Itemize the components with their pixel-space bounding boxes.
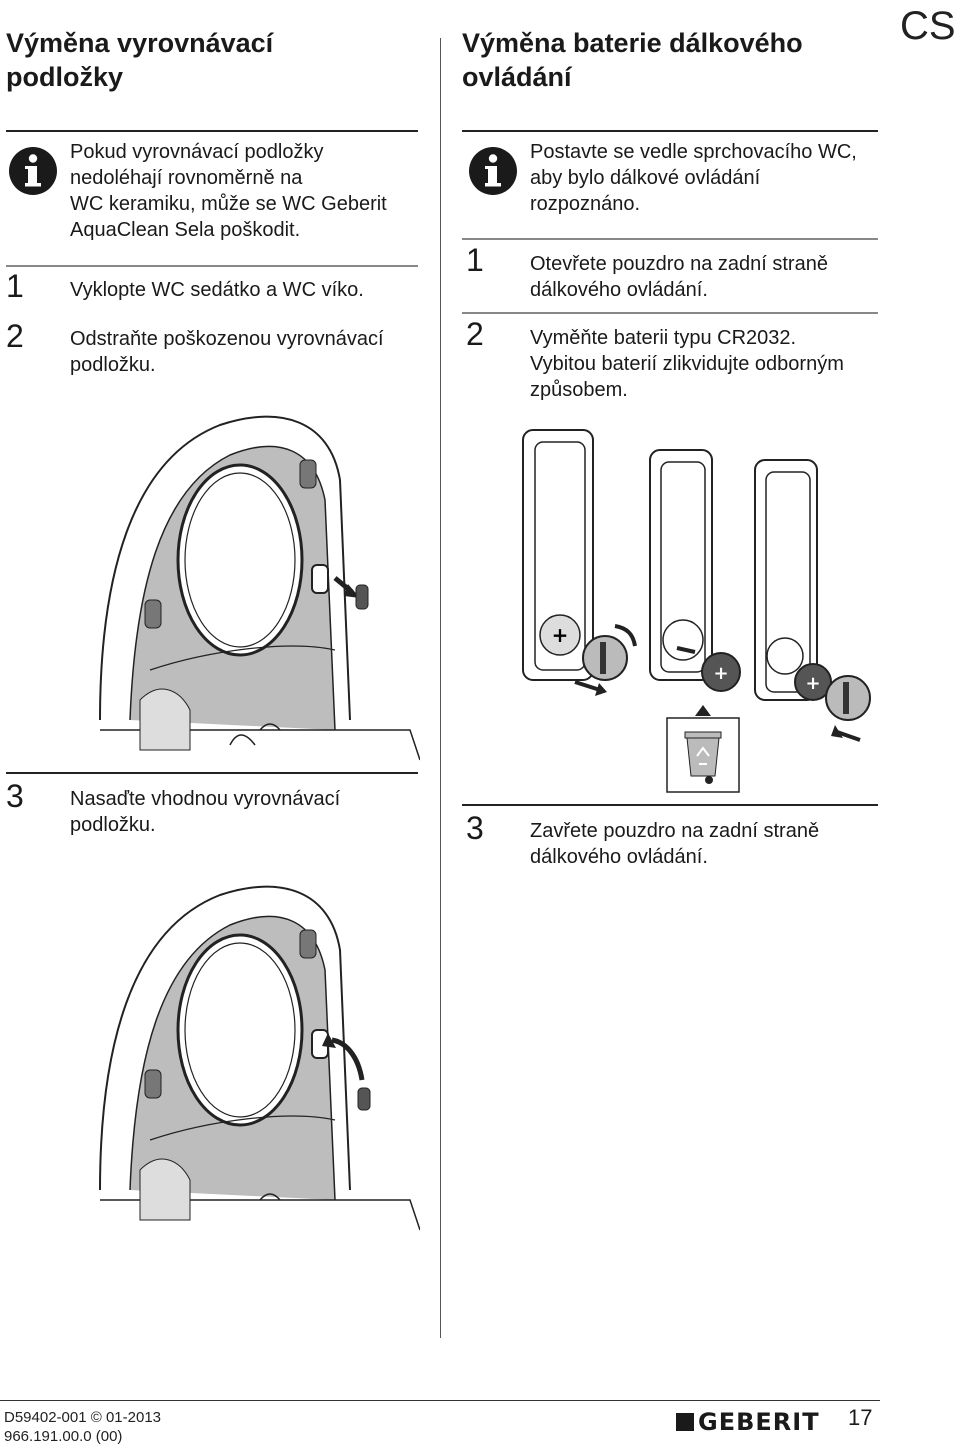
right-rule-4 <box>462 804 878 806</box>
toilet-seat-illustration-remove <box>99 415 420 761</box>
brand-logo-square <box>676 1413 694 1431</box>
right-step-1-line: Otevřete pouzdro na zadní straně <box>530 253 828 275</box>
left-step-3-line: Nasaďte vhodnou vyrovnávací <box>70 788 341 810</box>
right-step-1-number: 1 <box>466 242 484 278</box>
remote-control-battery-out: + <box>649 449 741 692</box>
svg-text:+: + <box>552 623 569 647</box>
right-info-line: rozpoznáno. <box>530 193 641 215</box>
right-section-title: Výměna baterie dálkového ovládání <box>462 26 892 94</box>
remote-battery-illustration: + + + <box>522 429 871 793</box>
left-step-3-text: Nasaďte vhodnou vyrovnávací podložku. <box>70 786 430 838</box>
left-step-2-number: 2 <box>6 318 24 354</box>
right-info-line: Postavte se vedle sprchovacího WC, <box>530 141 857 163</box>
left-rule-2 <box>6 265 418 267</box>
right-step-2-text: Vyměňte baterii typu CR2032. Vybitou bat… <box>530 325 950 403</box>
left-title-line2: podložky <box>6 62 124 92</box>
right-step-2-line: Vybitou baterií zlikvidujte odborným <box>530 353 844 375</box>
left-info-line: nedoléhají rovnoměrně na <box>70 167 303 189</box>
left-info-text: Pokud vyrovnávací podložky nedoléhají ro… <box>70 139 430 243</box>
right-step-1-line: dálkového ovládání. <box>530 279 708 301</box>
footer-rule <box>0 1400 880 1401</box>
right-step-3-line: Zavřete pouzdro na zadní straně <box>530 820 820 842</box>
language-code: CS <box>900 4 956 48</box>
footer-doc-line2: 966.191.00.0 (00) <box>4 1428 123 1445</box>
left-step-1-number: 1 <box>6 268 24 304</box>
remote-control-battery-in: + <box>754 459 871 742</box>
right-step-2-line: Vyměňte baterii typu CR2032. <box>530 327 797 349</box>
right-step-3-number: 3 <box>466 810 484 846</box>
right-rule-2 <box>462 238 878 240</box>
right-title-line1: Výměna baterie dálkového <box>462 28 803 58</box>
right-rule-3 <box>462 312 878 314</box>
left-step-2-line: Odstraňte poškozenou vyrovnávací <box>70 328 384 350</box>
right-step-3-text: Zavřete pouzdro na zadní straně dálkovéh… <box>530 818 950 870</box>
footer-doc-info: D59402-001 © 01-2013 966.191.00.0 (00) <box>4 1408 161 1446</box>
left-step-3-line: podložku. <box>70 814 156 836</box>
right-info-line: aby bylo dálkové ovládání <box>530 167 761 189</box>
right-step-2-number: 2 <box>466 316 484 352</box>
right-step-1-text: Otevřete pouzdro na zadní straně dálkové… <box>530 251 950 303</box>
right-rule-1 <box>462 130 878 132</box>
left-info-line: WC keramiku, může se WC Geberit <box>70 193 387 215</box>
left-step-2-line: podložku. <box>70 354 156 376</box>
svg-text:+: + <box>805 673 820 694</box>
right-step-2-line: způsobem. <box>530 379 628 401</box>
left-rule-3 <box>6 772 418 774</box>
toilet-seat-illustration-insert <box>99 885 420 1231</box>
info-icon <box>469 147 517 195</box>
right-step-3-line: dálkového ovládání. <box>530 846 708 868</box>
right-info-text: Postavte se vedle sprchovacího WC, aby b… <box>530 139 950 217</box>
remote-control-open: + <box>522 429 637 696</box>
left-step-3-number: 3 <box>6 778 24 814</box>
left-step-2-text: Odstraňte poškozenou vyrovnávací podložk… <box>70 326 430 378</box>
brand-logo: GEBERIT <box>676 1408 820 1436</box>
column-divider <box>440 38 441 1338</box>
left-title-line1: Výměna vyrovnávací <box>6 28 274 58</box>
footer-doc-line1: D59402-001 © 01-2013 <box>4 1409 162 1426</box>
left-info-line: Pokud vyrovnávací podložky <box>70 141 324 163</box>
left-section-title: Výměna vyrovnávací podložky <box>6 26 426 94</box>
brand-name: GEBERIT <box>698 1408 820 1436</box>
left-rule-1 <box>6 130 418 132</box>
info-icon <box>9 147 57 195</box>
left-step-1-text: Vyklopte WC sedátko a WC víko. <box>70 279 364 301</box>
svg-text:+: + <box>713 663 728 684</box>
recycle-bin-icon <box>666 705 740 793</box>
left-info-line: AquaClean Sela poškodit. <box>70 219 301 241</box>
right-title-line2: ovládání <box>462 62 572 92</box>
page-number: 17 <box>848 1405 873 1430</box>
